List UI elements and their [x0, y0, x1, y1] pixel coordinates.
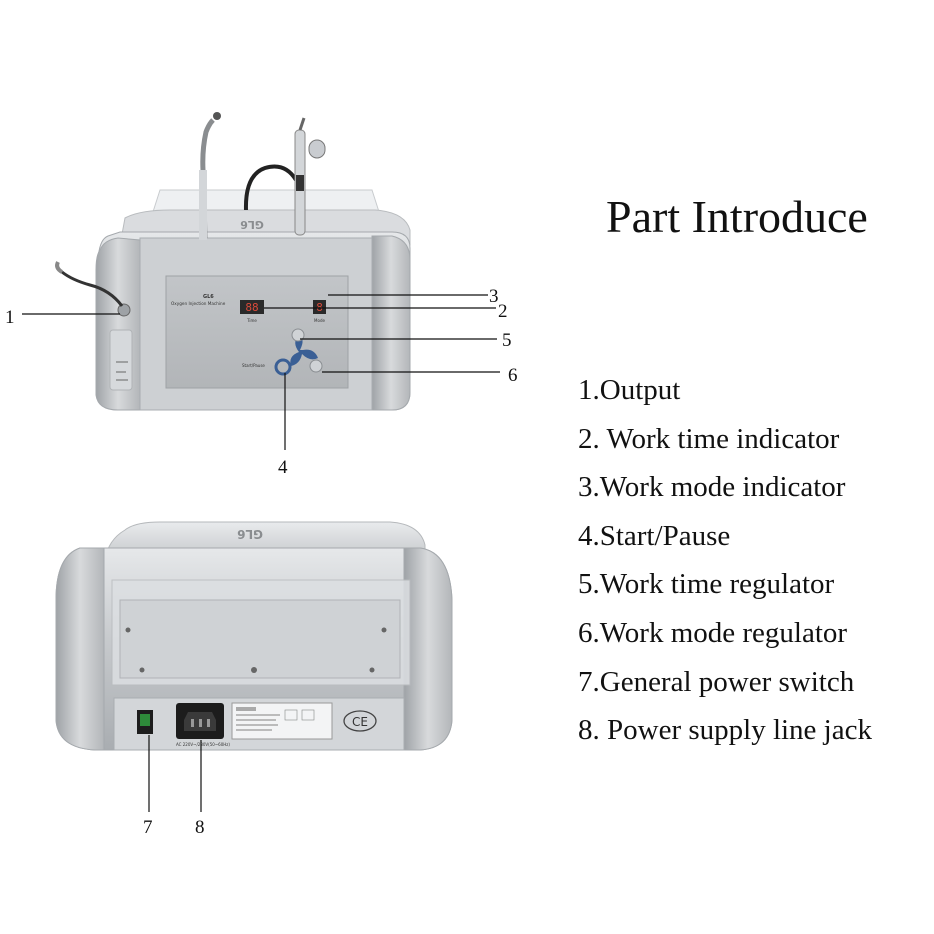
callout-number-6: 6 — [508, 365, 518, 386]
airbrush-hose — [243, 164, 298, 211]
regulator-knob-icon[interactable] — [290, 336, 318, 366]
page-title: Part Introduce — [606, 191, 868, 242]
panel-model-label: Oxygen Injection Machine — [171, 301, 226, 306]
front-brand-text: GL6 — [240, 218, 264, 231]
output-cable — [61, 270, 124, 307]
output-port — [117, 303, 131, 317]
legend-item-work-mode-regulator: 6.Work mode regulator — [578, 616, 848, 649]
start-pause-button[interactable] — [274, 358, 292, 376]
callout-number-4: 4 — [278, 457, 288, 478]
callout-number-8: 8 — [195, 817, 205, 838]
callout-number-2: 2 — [498, 301, 508, 322]
ce-mark: CE — [352, 715, 368, 729]
callout-number-3: 3 — [489, 286, 499, 307]
callout-number-5: 5 — [502, 330, 512, 351]
time-display-label: Time — [246, 318, 257, 323]
mode-regulator-button[interactable] — [309, 359, 323, 373]
mode-display-label: Mode — [314, 318, 325, 323]
parts-legend: 1.Output 2. Work time indicator 3.Work m… — [578, 366, 872, 755]
legend-item-power-supply-jack: 8. Power supply line jack — [578, 714, 872, 747]
panel-brand-label: GL6 — [203, 294, 214, 300]
power-rating-text: AC 220V~/230V(50~60Hz) — [176, 742, 230, 747]
time-display-digits: 88 — [245, 301, 258, 314]
back-brand-text: GL6 — [237, 527, 263, 541]
legend-item-work-time-indicator: 2. Work time indicator — [578, 422, 840, 455]
legend-item-work-time-regulator: 5.Work time regulator — [578, 568, 835, 601]
callout-number-1: 1 — [5, 307, 15, 328]
callout-number-7: 7 — [143, 817, 153, 838]
callout-lines — [22, 294, 500, 812]
legend-item-start-pause: 4.Start/Pause — [578, 519, 731, 552]
front-device: GL6 GL6 Oxygen Injection Machine 88 Time… — [55, 112, 411, 411]
back-device: GL6 AC 220V~/230V(50~60Hz) — [55, 521, 453, 751]
power-switch-rocker[interactable] — [140, 714, 150, 726]
legend-item-output: 1.Output — [578, 374, 681, 406]
mode-display-screen — [313, 300, 326, 314]
start-pause-label: Start/Pause — [242, 363, 265, 368]
time-display-screen — [240, 300, 264, 314]
legend-item-general-power-switch: 7.General power switch — [578, 665, 855, 698]
legend-item-work-mode-indicator: 3.Work mode indicator — [578, 471, 846, 504]
time-regulator-button[interactable] — [291, 328, 305, 342]
